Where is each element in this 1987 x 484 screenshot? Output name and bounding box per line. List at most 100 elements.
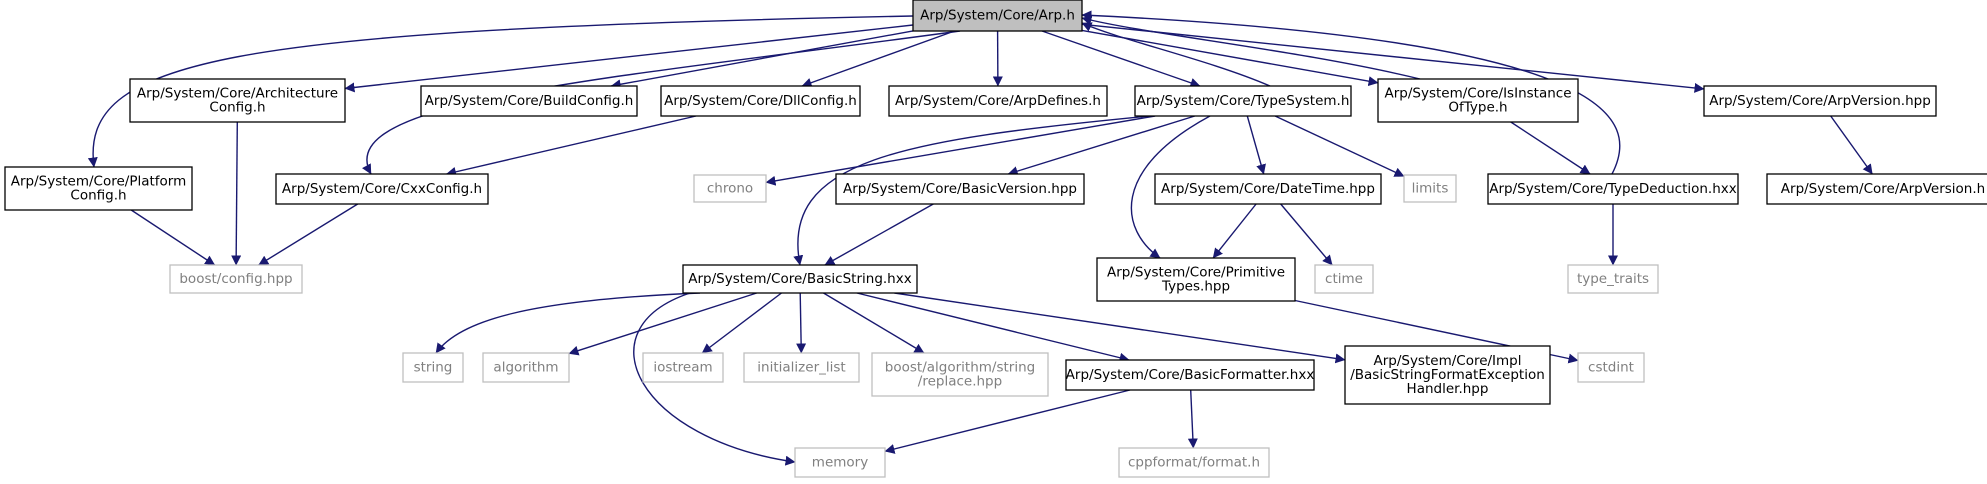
- node-box: [1314, 264, 1374, 294]
- node-boostconfig[interactable]: boost/config.hpp: [169, 264, 303, 294]
- node-box: [275, 173, 489, 205]
- node-arpversionh[interactable]: Arp/System/Core/ArpVersion.h: [1766, 173, 1987, 205]
- node-label: Arp/System/Core/BuildConfig.h: [425, 93, 634, 109]
- node-layer: Arp/System/Core/Arp.hArp/System/Core/Pla…: [4, 0, 1987, 478]
- node-label: string: [414, 360, 453, 376]
- node-label: Arp/System/Core/Primitive: [1107, 265, 1285, 281]
- node-arpversionhpp[interactable]: Arp/System/Core/ArpVersion.hpp: [1703, 85, 1937, 117]
- node-iostream[interactable]: iostream: [642, 352, 724, 383]
- node-limits[interactable]: limits: [1403, 174, 1457, 203]
- edge-basicstring-to-algorithm: [568, 292, 757, 356]
- node-box: [1118, 447, 1270, 478]
- node-boostreplace[interactable]: boost/algorithm/string/replace.hpp: [871, 352, 1049, 397]
- node-label: Arp/System/Core/Impl: [1373, 353, 1521, 369]
- edge-datetime-to-primitivetypes: [1212, 203, 1257, 259]
- edge-cxxconfig-to-boostconfig: [258, 203, 359, 266]
- node-algorithm[interactable]: algorithm: [482, 352, 570, 383]
- node-chrono[interactable]: chrono: [693, 174, 767, 203]
- edge-basicstring-to-string: [435, 292, 701, 354]
- node-cppformat[interactable]: cppformat/format.h: [1118, 447, 1270, 478]
- edge-typesystem-to-basicstring: [793, 115, 1151, 266]
- edge-typesystem-to-datetime: [1246, 115, 1266, 175]
- node-datetime[interactable]: Arp/System/Core/DateTime.hpp: [1154, 173, 1382, 205]
- node-box: [129, 78, 346, 123]
- node-exceptionhandler[interactable]: Arp/System/Core/Impl/BasicStringFormatEx…: [1344, 345, 1551, 405]
- node-label: Config.h: [209, 100, 265, 116]
- edge-platformconfig-to-boostconfig: [130, 209, 216, 266]
- edge-dllconfig-to-cxxconfig: [446, 115, 697, 177]
- edge-arpversionhpp-to-arpversionh: [1830, 115, 1873, 175]
- node-box: [4, 166, 193, 211]
- edge-basicstring-to-boostreplace: [823, 292, 925, 354]
- node-label: chrono: [707, 181, 753, 197]
- node-label: memory: [812, 455, 868, 471]
- edge-typesystem-to-basicversion: [1007, 115, 1196, 176]
- node-box: [682, 264, 918, 294]
- node-label: Arp/System/Core/BasicString.hxx: [688, 271, 911, 287]
- node-label: ctime: [1325, 271, 1363, 287]
- edge-basicstring-to-basicformatter: [856, 292, 1130, 363]
- node-typesystem[interactable]: Arp/System/Core/TypeSystem.h: [1134, 85, 1352, 117]
- node-label: boost/config.hpp: [179, 271, 292, 287]
- edge-archconfig-to-boostconfig: [231, 121, 242, 266]
- node-basicversion[interactable]: Arp/System/Core/BasicVersion.hpp: [835, 173, 1085, 205]
- node-basicformatter[interactable]: Arp/System/Core/BasicFormatter.hxx: [1065, 359, 1315, 391]
- node-dllconfig[interactable]: Arp/System/Core/DllConfig.h: [660, 85, 861, 117]
- node-cxxconfig[interactable]: Arp/System/Core/CxxConfig.h: [275, 173, 489, 205]
- node-box: [420, 85, 638, 117]
- edge-arp-to-arpversionhpp: [1081, 23, 1705, 93]
- node-label: cstdint: [1588, 360, 1634, 376]
- node-label: Arp/System/Core/TypeDeduction.hxx: [1489, 181, 1737, 197]
- node-box: [1344, 345, 1551, 405]
- node-box: [1577, 352, 1645, 383]
- node-label: iostream: [653, 360, 712, 376]
- node-label: Arp/System/Core/IsInstance: [1384, 86, 1571, 102]
- node-box: [1403, 174, 1457, 203]
- node-buildconfig[interactable]: Arp/System/Core/BuildConfig.h: [420, 85, 638, 117]
- node-box: [1096, 257, 1296, 302]
- node-label: /replace.hpp: [918, 374, 1002, 390]
- node-label: Arp/System/Core/DllConfig.h: [664, 93, 857, 109]
- node-box: [1134, 85, 1352, 117]
- node-label: cppformat/format.h: [1128, 455, 1260, 471]
- node-label: Handler.hpp: [1407, 381, 1489, 397]
- edge-typesystem-to-primitivetypes: [1130, 115, 1211, 259]
- node-label: Arp/System/Core/Architecture: [137, 86, 338, 102]
- edge-arp-to-dllconfig: [801, 30, 955, 88]
- node-box: [169, 264, 303, 294]
- node-box: [871, 352, 1049, 397]
- node-box: [743, 352, 860, 383]
- node-typetraits[interactable]: type_traits: [1567, 264, 1659, 294]
- node-label: limits: [1412, 181, 1449, 197]
- node-label: Arp/System/Core/BasicVersion.hpp: [843, 181, 1077, 197]
- node-box: [794, 447, 886, 478]
- node-ctime[interactable]: ctime: [1314, 264, 1374, 294]
- node-label: Arp/System/Core/Arp.h: [920, 8, 1075, 24]
- node-label: OfType.h: [1448, 100, 1507, 116]
- node-box: [835, 173, 1085, 205]
- edge-basicformatter-to-memory: [884, 389, 1131, 454]
- node-arp[interactable]: Arp/System/Core/Arp.h: [912, 0, 1083, 32]
- edge-arp-to-buildconfig: [610, 30, 914, 90]
- node-label: type_traits: [1577, 271, 1649, 287]
- node-string[interactable]: string: [402, 352, 464, 383]
- node-arpdefines[interactable]: Arp/System/Core/ArpDefines.h: [888, 85, 1108, 117]
- node-box: [1703, 85, 1937, 117]
- edge-arp-to-platformconfig: [87, 15, 914, 168]
- edge-basicstring-to-exceptionhandler: [894, 292, 1346, 364]
- edge-basicstring-to-memory: [633, 292, 796, 466]
- node-cstdint[interactable]: cstdint: [1577, 352, 1645, 383]
- node-memory[interactable]: memory: [794, 447, 886, 478]
- node-basicstring[interactable]: Arp/System/Core/BasicString.hxx: [682, 264, 918, 294]
- edge-datetime-to-ctime: [1280, 203, 1333, 266]
- node-label: initializer_list: [757, 360, 845, 376]
- node-box: [1567, 264, 1659, 294]
- node-typededuction[interactable]: Arp/System/Core/TypeDeduction.hxx: [1487, 173, 1739, 205]
- node-label: Arp/System/Core/ArpVersion.hpp: [1709, 93, 1931, 109]
- edge-arp-to-archconfig: [344, 24, 914, 93]
- node-initializerlist[interactable]: initializer_list: [743, 352, 860, 383]
